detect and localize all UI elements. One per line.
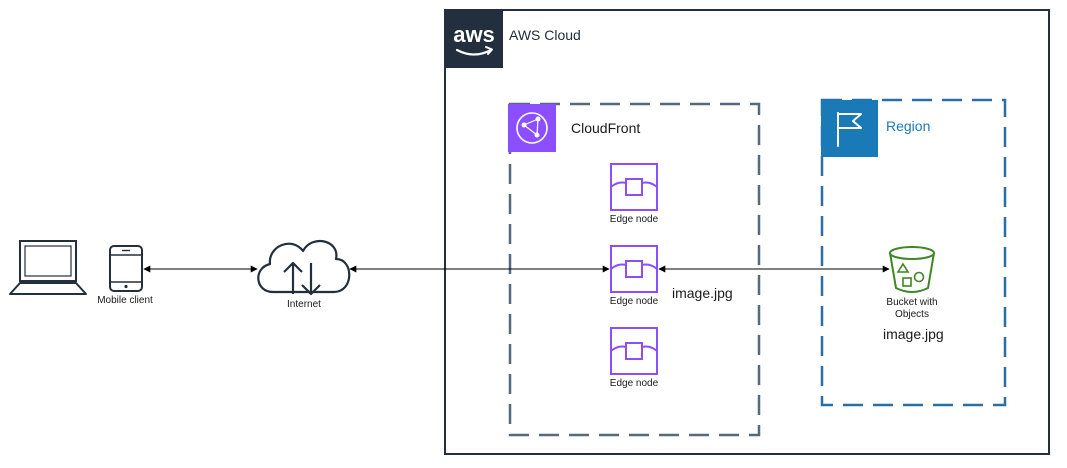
internet-group: Internet bbox=[257, 239, 351, 310]
aws-logo-icon: aws bbox=[445, 10, 503, 68]
aws-logo-text: aws bbox=[453, 22, 495, 47]
edge-node-label: Edge node bbox=[610, 296, 659, 307]
cloudfront-label: CloudFront bbox=[571, 120, 640, 136]
aws-cloud-group: aws AWS Cloud bbox=[444, 9, 1050, 455]
laptop-icon bbox=[9, 240, 87, 295]
s3-bucket-icon bbox=[889, 246, 935, 293]
edge-node-3: Edge node bbox=[610, 327, 659, 389]
aws-cloud-border bbox=[444, 9, 1050, 455]
internet-label: Internet bbox=[287, 299, 321, 310]
edge-location-icon bbox=[610, 245, 658, 293]
region-group: Region Bucket with Objects image.jpg bbox=[820, 98, 1007, 407]
aws-cloud-label: AWS Cloud bbox=[509, 27, 581, 43]
mobile-phone-icon bbox=[109, 245, 143, 292]
edge-node-1: Edge node bbox=[610, 163, 659, 225]
mobile-client-label: Mobile client bbox=[97, 295, 153, 306]
edge-node-2: Edge node bbox=[610, 245, 659, 307]
bucket-object-label: image.jpg bbox=[883, 326, 944, 342]
cloudfront-icon bbox=[508, 104, 556, 152]
cached-object-label: image.jpg bbox=[672, 285, 733, 301]
edge-location-icon bbox=[610, 327, 658, 375]
flag-icon bbox=[821, 100, 878, 157]
region-label: Region bbox=[886, 118, 930, 134]
edge-location-icon bbox=[610, 163, 658, 211]
region-border bbox=[820, 98, 1007, 407]
client-group: Mobile client bbox=[9, 240, 153, 306]
cloud-upload-download-icon bbox=[257, 239, 351, 296]
edge-node-label: Edge node bbox=[610, 378, 659, 389]
bucket-label-line2: Objects bbox=[895, 309, 929, 320]
edge-node-label: Edge node bbox=[610, 214, 659, 225]
bucket-label-line1: Bucket with bbox=[886, 297, 937, 308]
